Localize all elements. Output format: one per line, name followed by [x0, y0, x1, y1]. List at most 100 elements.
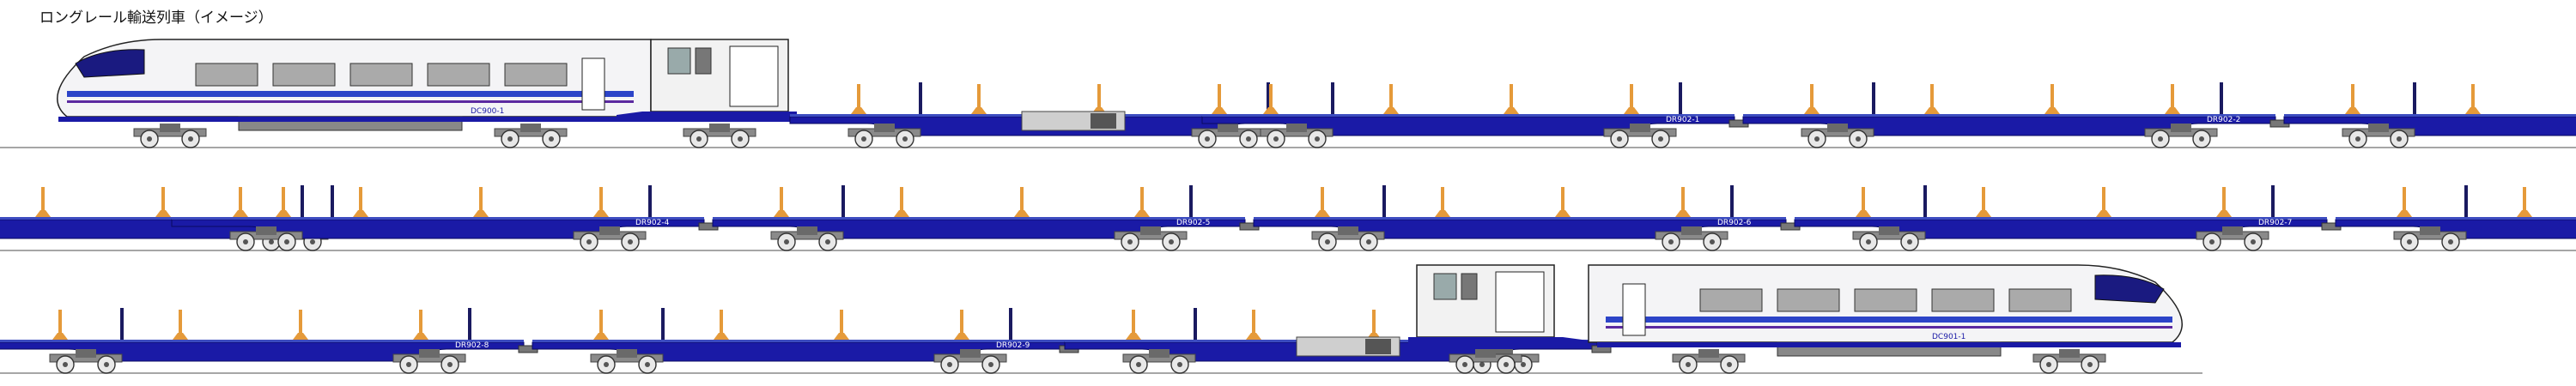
wheel-hub: [1273, 136, 1279, 142]
wheel-hub: [1462, 362, 1467, 367]
rail-clamp: [1194, 308, 1197, 340]
rail-support-post: [1020, 187, 1024, 217]
rail-support-post: [1372, 310, 1376, 340]
side-window: [272, 63, 336, 87]
side-door: [581, 57, 605, 111]
flat-car-deck: [1254, 217, 1786, 220]
wheel-hub: [2199, 136, 2204, 142]
cab-pilot: [617, 112, 642, 122]
side-window: [1931, 288, 1995, 312]
rail-support-base: [2517, 210, 2532, 217]
rail-support-post: [1630, 84, 1633, 114]
bogie: [1672, 349, 1746, 374]
rail-clamp: [2220, 82, 2223, 114]
wheel-hub: [2087, 362, 2093, 367]
control-cab: [1408, 264, 1589, 374]
wheel-hub: [1814, 136, 1820, 142]
wheel-hub: [1325, 239, 1330, 244]
wheel-hub: [1617, 136, 1622, 142]
rail-support-base: [1804, 107, 1820, 114]
wheel-hub: [104, 362, 109, 367]
rail-clamp: [120, 308, 124, 340]
bogie-bolster: [1286, 124, 1307, 132]
wheel-hub: [1907, 239, 1912, 244]
car-number-label: DC901-1: [1932, 333, 1965, 341]
wheel-hub: [1169, 239, 1174, 244]
wheel-hub: [1727, 362, 1732, 367]
wheel-hub: [1205, 136, 1210, 142]
rail-support-base: [1134, 210, 1150, 217]
rail-support-base: [1212, 107, 1227, 114]
rail-support-post: [1930, 84, 1934, 114]
rail-clamp: [1382, 185, 1386, 217]
rail-clamp: [2271, 185, 2275, 217]
rail-support-post: [479, 187, 483, 217]
wheel-hub: [2407, 239, 2412, 244]
wheel-hub: [1127, 239, 1133, 244]
rail-support-base: [851, 107, 866, 114]
rail-support-base: [1856, 210, 1871, 217]
wheel-hub: [447, 362, 453, 367]
flat-car: DR902-3: [2283, 82, 2576, 148]
rail-clamp: [2464, 185, 2468, 217]
rail-support-base: [1126, 333, 1141, 340]
bogie: [1655, 226, 1728, 251]
rail-support-base: [894, 210, 909, 217]
rail-support-base: [593, 210, 609, 217]
car-number-label: DR902-2: [2207, 116, 2240, 124]
flat-car: DR902-1: [1201, 82, 1749, 148]
cab-window: [1433, 273, 1457, 300]
bogie: [2196, 226, 2269, 251]
wheel-hub: [628, 239, 633, 244]
bogie-bolster: [2368, 124, 2389, 132]
rail-support-base: [52, 333, 68, 340]
rail-support-base: [2096, 210, 2111, 217]
bogie: [770, 226, 844, 251]
flat-car: DR902-8: [0, 308, 538, 374]
flat-car-deck: [2284, 114, 2576, 117]
front-windshield: [75, 49, 145, 78]
wheel-hub: [1668, 239, 1674, 244]
car-number-label: DR902-7: [2258, 219, 2292, 227]
rail-support-post: [1441, 187, 1444, 217]
wheel-hub: [2448, 239, 2453, 244]
bogie: [848, 124, 921, 148]
bogie: [229, 226, 303, 251]
skirt: [58, 117, 642, 122]
rail-support-post: [960, 310, 963, 340]
side-window: [1777, 288, 1840, 312]
side-window: [349, 63, 413, 87]
rail-clamp: [841, 185, 845, 217]
bogie-bolster: [160, 124, 180, 132]
bogie: [1122, 349, 1196, 374]
rail-support-post: [419, 310, 422, 340]
bogie: [1603, 124, 1677, 148]
wheel-hub: [310, 239, 315, 244]
wheel-hub: [1479, 362, 1485, 367]
bogie: [933, 349, 1007, 374]
rail-support-base: [1555, 210, 1571, 217]
rail-support-post: [599, 310, 603, 340]
bogie: [2342, 124, 2415, 148]
bogie: [392, 349, 466, 374]
wheel-hub: [2355, 136, 2360, 142]
rail-support-base: [413, 333, 428, 340]
body-stripe: [67, 100, 634, 103]
rail-clamp: [301, 185, 304, 217]
rail-support-base: [1246, 333, 1261, 340]
bogie-bolster: [1630, 124, 1650, 132]
wheel-hub: [1856, 136, 1861, 142]
car-number-label: DR902-4: [635, 219, 670, 227]
bogie-bolster: [1827, 124, 1848, 132]
side-window: [1854, 288, 1917, 312]
flat-car-deck: [1795, 217, 2327, 220]
car-number-label: DR902-9: [996, 341, 1030, 350]
rail-support-base: [1976, 210, 1991, 217]
rail-support-post: [1140, 187, 1144, 217]
rail-support-post: [977, 84, 981, 114]
wheel-hub: [1504, 362, 1509, 367]
bogie: [2144, 124, 2218, 148]
wheel-hub: [2251, 239, 2256, 244]
side-window: [427, 63, 490, 87]
